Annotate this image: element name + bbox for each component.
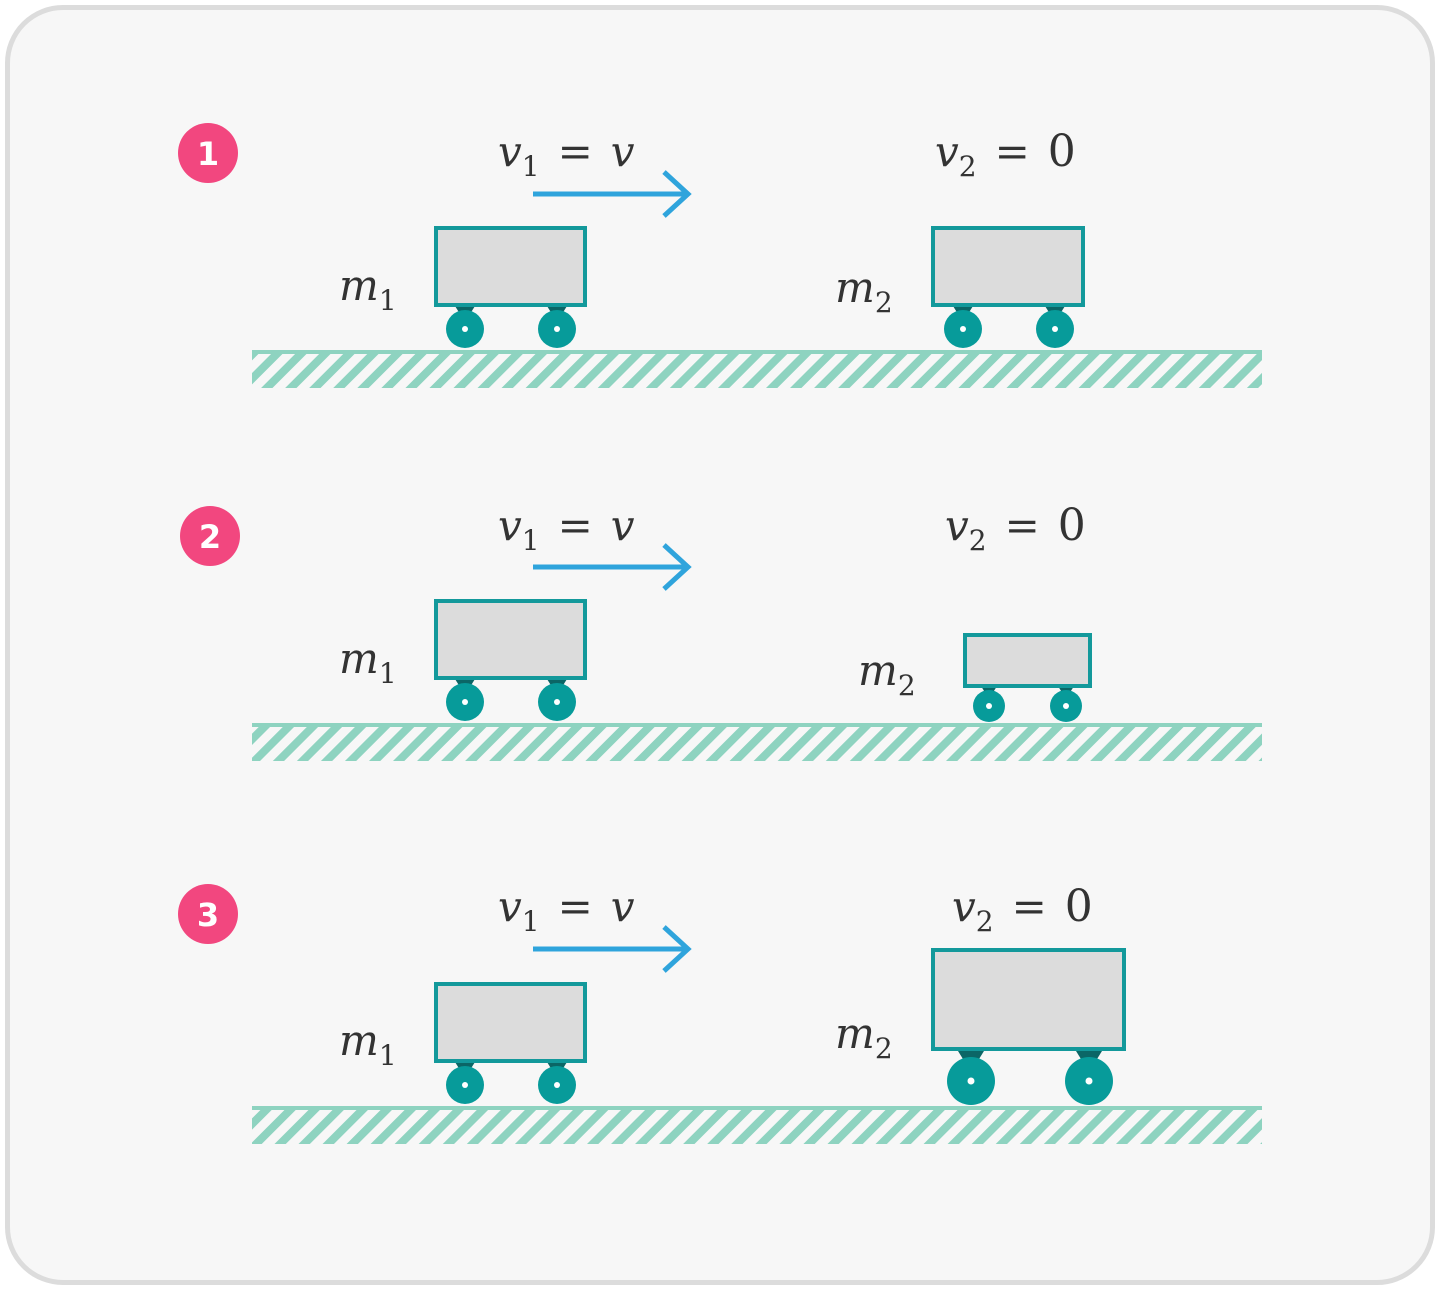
scenario-2: 2 v1=v v2=0 m1 m2 [180, 500, 1262, 761]
badge-2-label: 2 [199, 518, 221, 556]
ground-3 [252, 1106, 1262, 1144]
badge-1 [178, 123, 238, 183]
diagram-card [5, 5, 1435, 1285]
v1-label: v1=v [498, 501, 635, 557]
badge-3-label: 3 [197, 896, 219, 934]
v2-label: v2=0 [935, 126, 1076, 183]
m2-label: m2 [858, 646, 916, 702]
cart-m2 [963, 633, 1092, 722]
badge-1-label: 1 [197, 135, 219, 173]
cart-m1 [434, 982, 587, 1104]
cart-m1 [434, 226, 587, 348]
m2-label: m2 [835, 263, 893, 319]
m2-label: m2 [835, 1009, 893, 1065]
v2-label: v2=0 [952, 881, 1093, 938]
velocity-arrow-3 [533, 925, 692, 973]
ground-1 [252, 350, 1262, 388]
badge-3 [178, 884, 238, 944]
cart-m2 [931, 948, 1126, 1105]
cart-m2 [931, 226, 1085, 348]
cart-m1 [434, 599, 587, 721]
velocity-arrow-2 [533, 543, 692, 591]
scenario-1: 1 v1=v v2=0 m1 m2 [178, 123, 1262, 388]
scenario-3: 3 v1=v v2=0 m1 m2 [178, 881, 1262, 1144]
m1-label: m1 [339, 261, 397, 317]
m1-label: m1 [339, 1016, 397, 1072]
ground-2 [252, 723, 1262, 761]
v1-label: v1=v [498, 882, 635, 938]
v1-label: v1=v [498, 127, 635, 183]
m1-label: m1 [339, 634, 397, 690]
v2-label: v2=0 [945, 500, 1086, 557]
badge-2 [180, 506, 240, 566]
velocity-arrow-1 [533, 170, 692, 218]
